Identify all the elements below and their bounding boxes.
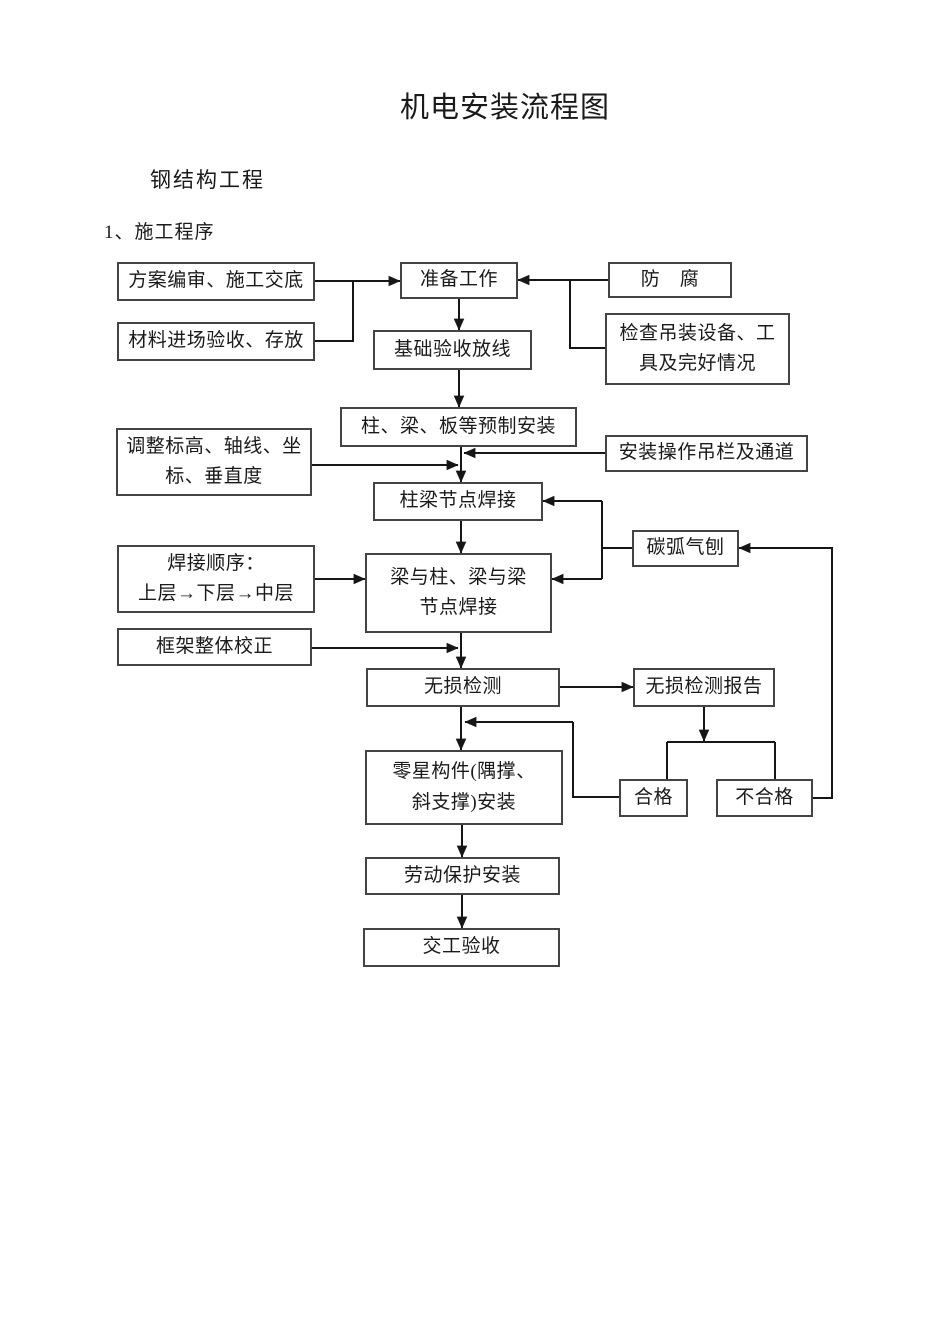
flow-node-ndt: 无损检测 <box>366 668 560 707</box>
flow-node-foundation-acceptance: 基础验收放线 <box>373 330 532 370</box>
flow-node-unqualified: 不合格 <box>716 779 813 817</box>
document-title: 机电安装流程图 <box>399 92 610 124</box>
flow-node-material-acceptance: 材料进场验收、存放 <box>117 322 315 361</box>
edge-check-equipment-to-trunk <box>569 280 605 349</box>
edge-unqualified-to-carbon-arc-gouging <box>738 542 833 799</box>
flow-node-adjust-elevation: 调整标高、轴线、坐 标、垂直度 <box>116 428 312 496</box>
flow-node-preparation: 准备工作 <box>400 262 518 299</box>
flow-node-welding-order: 焊接顺序： 上层→下层→中层 <box>117 545 315 613</box>
flow-node-beam-joint-weld: 梁与柱、梁与梁 节点焊接 <box>365 553 552 633</box>
flow-node-ndt-report: 无损检测报告 <box>633 668 775 707</box>
flow-node-check-equipment: 检查吊装设备、工 具及完好情况 <box>605 313 790 385</box>
edge-split-to-qualified-unqualified <box>666 741 776 779</box>
flow-node-column-beam-weld: 柱梁节点焊接 <box>373 482 543 521</box>
edge-qualified-to-loop <box>572 722 619 798</box>
flow-node-prefab-install: 柱、梁、板等预制安装 <box>340 407 577 447</box>
subtitle-steel-structure: 钢结构工程 <box>150 168 265 192</box>
flow-node-qualified: 合格 <box>619 779 688 817</box>
flow-node-labor-protection: 劳动保护安装 <box>365 857 560 895</box>
flow-node-carbon-arc-gouging: 碳弧气刨 <box>632 530 739 567</box>
edge-material-to-trunk <box>315 281 354 342</box>
section-heading-procedure: 1、施工程序 <box>104 222 215 243</box>
flow-node-handover-acceptance: 交工验收 <box>363 928 560 967</box>
flow-node-hanging-rail: 安装操作吊栏及通道 <box>605 435 808 472</box>
flow-node-misc-components: 零星构件(隅撑、 斜支撑)安装 <box>365 750 563 825</box>
flow-node-plan-review: 方案编审、施工交底 <box>117 262 315 301</box>
flow-node-frame-correction: 框架整体校正 <box>117 628 312 666</box>
flow-node-anti-corrosion: 防 腐 <box>608 262 732 298</box>
